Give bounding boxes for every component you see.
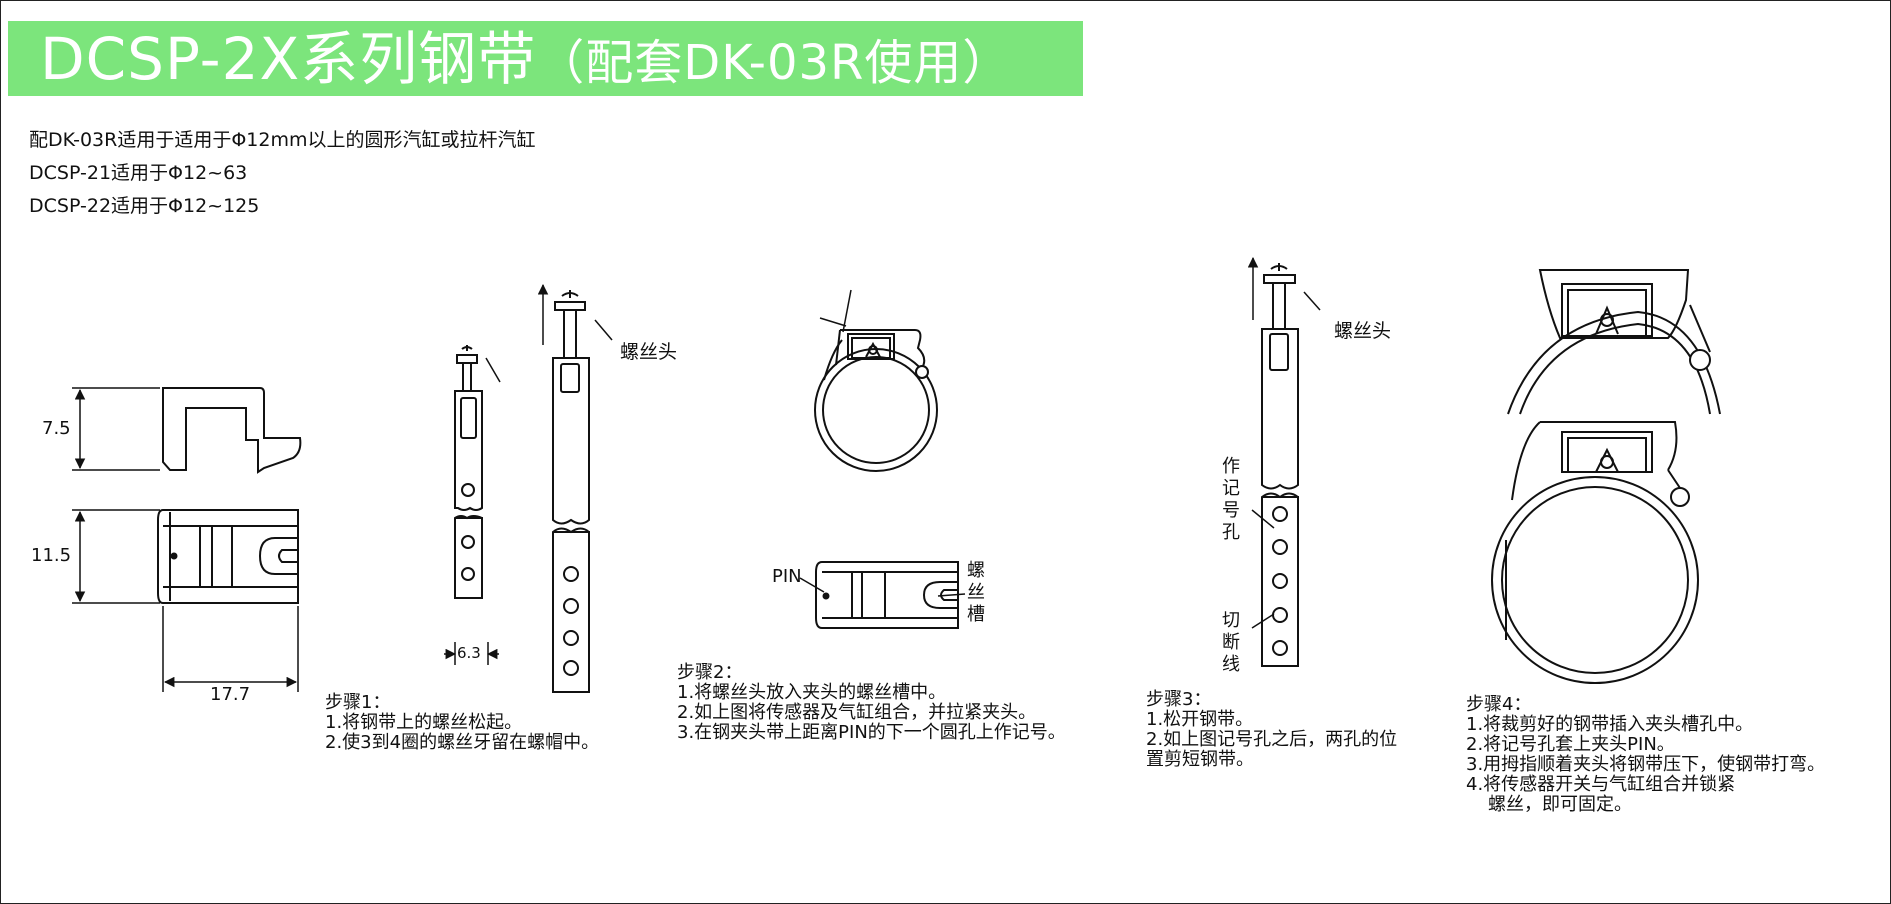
intro-line-3: DCSP-22适用于Φ12~125 — [29, 195, 260, 217]
dim-height-bottom: 11.5 — [31, 545, 72, 566]
step-4-title: 步骤4： — [1466, 694, 1532, 715]
step-2: 步骤2： 1.将螺丝头放入夹头的螺丝槽中。 2.如上图将传感器及气缸组合，并拉紧… — [677, 663, 1066, 743]
title-sub: （配套DK-03R使用） — [536, 35, 1012, 91]
clamp-head-side-view — [162, 387, 302, 474]
clamp-assembly-step4-bottom — [1491, 421, 1699, 684]
step-2-item: 2.如上图将传感器及气缸组合，并拉紧夹头。 — [677, 702, 1037, 723]
intro-line-2: DCSP-21适用于Φ12~63 — [29, 162, 248, 184]
label-screw-slot: 螺丝槽 — [967, 560, 985, 625]
label-screw-head: 螺丝头 — [620, 341, 678, 363]
step-3-item: 1.松开钢带。 — [1146, 709, 1254, 730]
page-title: DCSP-2X系列钢带（配套DK-03R使用） — [40, 24, 1011, 98]
intro-line-1: 配DK-03R适用于适用于Φ12mm以上的圆形汽缸或拉杆汽缸 — [29, 129, 536, 151]
step-1-item: 2.使3到4圈的螺丝牙留在螺帽中。 — [325, 732, 600, 753]
step-4-item: 4.将传感器开关与气缸组合并锁紧 — [1466, 774, 1736, 795]
step-2-item: 3.在钢夹头带上距离PIN的下一个圆孔上作记号。 — [677, 722, 1066, 743]
step-2-item: 1.将螺丝头放入夹头的螺丝槽中。 — [677, 682, 947, 703]
step-1-item: 1.将钢带上的螺丝松起。 — [325, 712, 523, 733]
band-short — [454, 345, 501, 599]
dimension-lines — [72, 387, 299, 692]
band-long — [537, 283, 613, 693]
label-pin: PIN — [772, 566, 802, 587]
dim-width: 17.7 — [210, 684, 251, 705]
step-4-item: 2.将记号孔套上夹头PIN。 — [1466, 734, 1675, 755]
clamp-assembly-step2 — [814, 289, 938, 472]
clamp-head-top-view — [157, 509, 299, 604]
label-cut-line: 切断线 — [1222, 610, 1240, 675]
step-1-title: 步骤1： — [325, 692, 391, 713]
step-4: 步骤4： 1.将裁剪好的钢带插入夹头槽孔中。 2.将记号孔套上夹头PIN。 3.… — [1466, 695, 1825, 815]
band-step3 — [1247, 256, 1321, 667]
pitch-dimension — [444, 642, 499, 665]
step-1: 步骤1： 1.将钢带上的螺丝松起。 2.使3到4圈的螺丝牙留在螺帽中。 — [325, 693, 599, 753]
label-screw-head-2: 螺丝头 — [1334, 320, 1392, 342]
label-mark-hole: 作记号孔 — [1222, 456, 1240, 543]
clamp-assembly-step4-top — [1507, 269, 1721, 415]
step-3-title: 步骤3： — [1146, 689, 1212, 710]
clamp-top-view-step2 — [799, 561, 966, 629]
step-4-item: 螺丝，即可固定。 — [1488, 794, 1632, 815]
step-2-title: 步骤2： — [677, 662, 743, 683]
step-3-item: 2.如上图记号孔之后，两孔的位 — [1146, 729, 1398, 750]
dim-pitch: 6.3 — [457, 644, 481, 662]
title-main: DCSP-2X系列钢带 — [40, 25, 537, 93]
dim-height-top: 7.5 — [42, 418, 71, 439]
step-4-item: 3.用拇指顺着夹头将钢带压下，使钢带打弯。 — [1466, 754, 1826, 775]
step-3: 步骤3： 1.松开钢带。 2.如上图记号孔之后，两孔的位 置剪短钢带。 — [1146, 690, 1397, 770]
title-banner — [8, 21, 1083, 96]
intro-text: 配DK-03R适用于适用于Φ12mm以上的圆形汽缸或拉杆汽缸 DCSP-21适用… — [29, 124, 535, 223]
step-3-item: 置剪短钢带。 — [1146, 749, 1254, 770]
step-4-item: 1.将裁剪好的钢带插入夹头槽孔中。 — [1466, 714, 1754, 735]
